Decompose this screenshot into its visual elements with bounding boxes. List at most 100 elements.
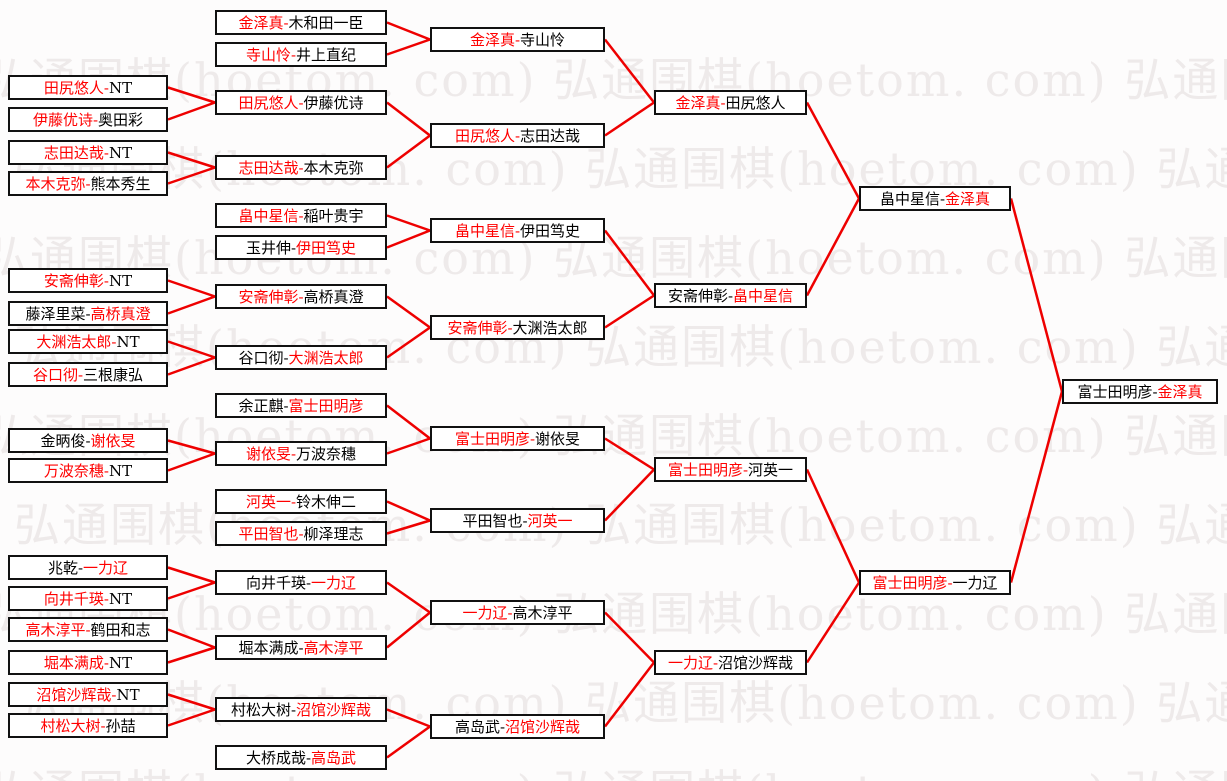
match-box: 大桥成哉-高岛武 [215,745,387,770]
match-box: 兆乾-一力辽 [8,555,168,580]
bracket-connector [386,134,431,169]
vs-dash: - [514,222,521,240]
bracket-connector [167,452,216,472]
vs-dash: - [529,430,536,448]
vs-dash: - [507,319,513,337]
winner-name: 畠中星信 [733,287,794,305]
match-box: 安斋伸彰-高桥真澄 [215,284,387,309]
match-box: 富士田明彦-谢依旻 [430,426,605,451]
loser-name: 本木克弥 [303,159,364,177]
vs-dash: - [103,590,109,608]
winner-name: 大渊浩太郎 [288,349,364,367]
match-box: 沼馆沙辉哉-NT [8,682,168,707]
bracket-connector [167,708,216,727]
winner-name: 高桥真澄 [90,305,151,323]
loser-name: 井上直纪 [296,46,357,64]
bracket-connector [167,86,216,104]
winner-name: 金泽真 [1157,383,1203,401]
vs-dash: - [507,604,513,622]
match-box: 余正麒-富士田明彦 [215,393,387,418]
vs-dash: - [103,79,109,97]
match-box: 金泽真-木和田一臣 [215,10,387,35]
bracket-connector [167,646,216,664]
bracket-connector [386,21,431,41]
vs-dash: - [298,639,304,657]
vs-dash: - [720,94,726,112]
bracket-connector [386,295,431,329]
match-box: 本木克弥-熊本秀生 [8,171,168,196]
vs-dash: - [305,749,312,767]
winner-name: 沼馆沙辉哉 [505,718,581,736]
winner-name: 一力辽 [462,604,508,622]
vs-dash: - [939,190,946,208]
bracket-connector [604,229,655,297]
bracket-connector [386,326,431,359]
match-box: 安斋伸彰-畠中星信 [654,283,807,308]
loser-name: NT [116,333,140,351]
bracket-connector [805,101,861,200]
winner-name: 高木淳平 [25,621,86,639]
match-box: 高岛武-沼馆沙辉哉 [430,714,605,739]
winner-name: 富士田明彦 [872,574,948,592]
bracket-connector [167,628,216,649]
match-box: 平田智也-柳泽理志 [215,521,387,546]
match-box: 向井千瑛-NT [8,586,168,611]
loser-name: 兆乾 [47,559,78,577]
bracket-connector [604,294,655,329]
match-box: 富士田明彦-金泽真 [1062,379,1218,404]
winner-name: 金泽真 [675,94,721,112]
bracket-connector [386,708,431,728]
loser-name: 孙喆 [105,717,136,735]
winner-name: 金泽真 [945,190,991,208]
bracket-connector [604,661,655,728]
vs-dash: - [103,462,109,480]
loser-name: NT [108,144,133,162]
vs-dash: - [283,349,289,367]
match-box: 村松大树-孙喆 [8,713,168,738]
bracket-connector [167,340,216,359]
bracket-connector [805,581,861,664]
winner-name: 堀本满成 [43,654,104,672]
bracket-connector [1009,391,1064,583]
winner-name: 高岛武 [311,749,357,767]
winner-name: 金泽真 [238,14,284,32]
loser-name: NT [108,462,133,480]
bracket-connector [805,197,861,297]
loser-name: 村松大树 [230,701,291,719]
vs-dash: - [77,366,84,384]
loser-name: 奥田彩 [98,111,144,129]
loser-name: 大桥成哉 [245,749,306,767]
match-box: 寺山怜-井上直纪 [215,42,387,67]
bracket-connector [167,279,216,298]
vs-dash: - [85,432,91,450]
match-box: 安斋伸彰-大渊浩太郎 [430,315,605,340]
winner-name: 田尻悠人 [43,79,104,97]
match-box: 志田达哉-本木克弥 [215,155,387,180]
watermark-row: 弘通围棋(hoetom. com) 弘通围棋(hoetom. com) 弘通围棋… [0,587,1227,641]
match-box: 玉井伸-伊田笃史 [215,235,387,260]
loser-name: 稲叶贵宇 [303,207,364,225]
loser-name: NT [108,590,133,608]
winner-name: 志田达哉 [238,159,299,177]
winner-name: 伊田笃史 [296,239,357,257]
bracket-connector [1009,198,1064,392]
match-box: 谷口彻-大渊浩太郎 [215,345,387,370]
winner-name: 志田达哉 [43,144,104,162]
winner-name: 万波奈穗 [43,462,104,480]
bracket-connector [167,101,216,121]
match-box: 藤泽里菜-高桥真澄 [8,301,168,326]
winner-name: 河英一 [245,493,291,511]
loser-name: 谢依旻 [535,430,581,448]
loser-name: 安斋伸彰 [667,287,728,305]
bracket-connector [386,38,431,56]
loser-name: 伊藤优诗 [303,94,364,112]
match-box: 堀本满成-高木淳平 [215,635,387,660]
winner-name: 本木克弥 [25,175,86,193]
vs-dash: - [298,288,304,306]
vs-dash: - [298,159,304,177]
bracket-connector [386,214,431,232]
vs-dash: - [499,718,506,736]
vs-dash: - [298,525,304,543]
vs-dash: - [85,621,91,639]
